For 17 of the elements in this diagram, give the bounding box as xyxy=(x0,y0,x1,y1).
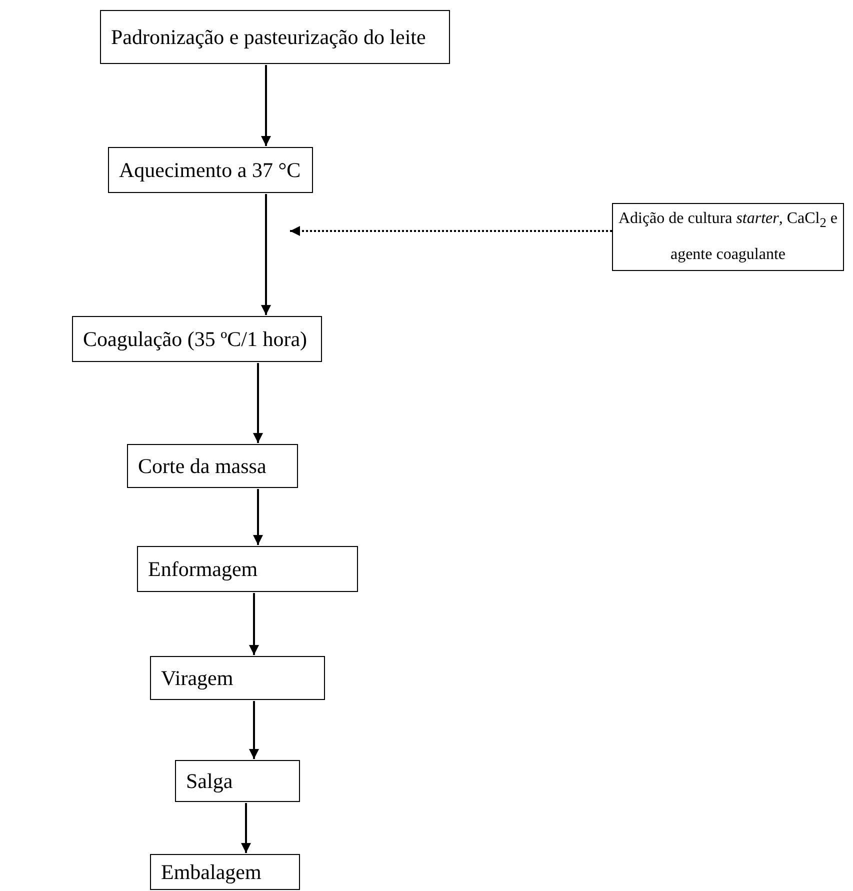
process-box: Enformagem xyxy=(137,546,358,592)
process-box: Embalagem xyxy=(150,854,300,890)
dotted-arrow xyxy=(290,226,612,236)
process-box: Salga xyxy=(175,760,300,802)
process-box: Viragem xyxy=(150,656,325,700)
arrow xyxy=(261,65,271,146)
process-box: Aquecimento a 37 °C xyxy=(108,147,313,193)
input-box: Adição de cultura starter, CaCl$_{2}$ e agente coagulante xyxy=(612,203,844,271)
process-box: Padronização e pasteurização do leite xyxy=(100,10,450,64)
arrow xyxy=(249,593,259,655)
arrow xyxy=(261,194,271,315)
arrow xyxy=(249,701,259,759)
arrow xyxy=(253,489,263,545)
process-box: Corte da massa xyxy=(127,444,298,488)
arrow xyxy=(253,363,263,443)
process-box: Coagulação (35 ºC/1 hora) xyxy=(72,316,322,362)
arrow xyxy=(241,803,251,853)
